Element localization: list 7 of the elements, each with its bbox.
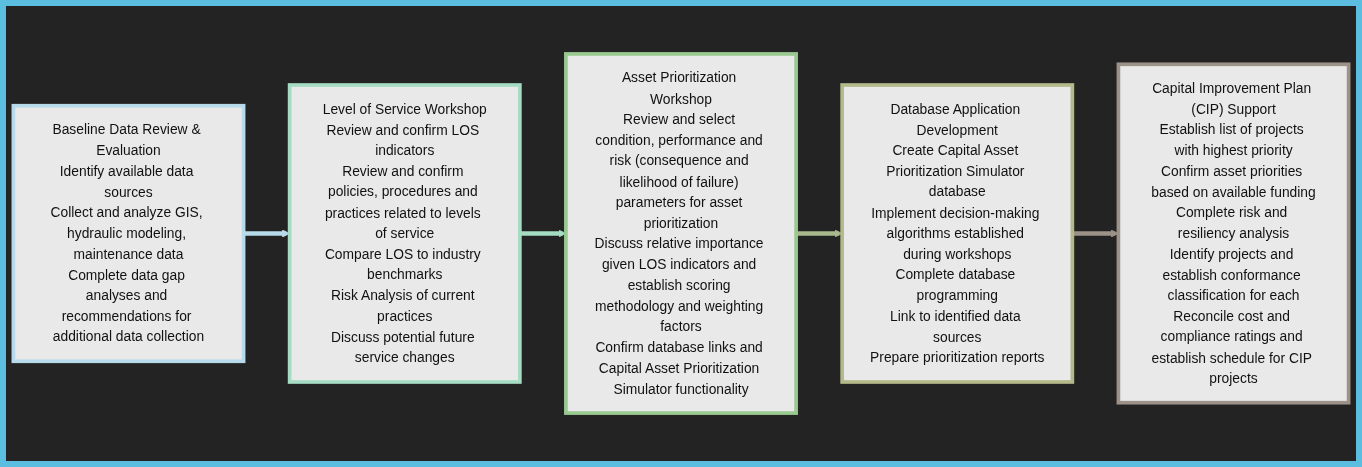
node-box: Baseline Data Review & Evaluation Identify available data sources Collect and analyze GIS, hydraulic modeling, maintenance data Complete data gap analyses and recommendations for additional data collection bbox=[11, 103, 246, 364]
arrow bbox=[1072, 229, 1119, 238]
node-box: Capital Improvement Plan (CIP) Support Establish list of projects with highest priority Confirm asset priorities based on available funding Complete risk and resiliency analysis Identify projects and establish conformance classification for each Reconcile cost and compliance ratings and establish schedule for CIP projects bbox=[1116, 62, 1351, 405]
arrow bbox=[796, 229, 843, 238]
node-box: Database Application Development Create Capital Asset Prioritization Simulator database Implement decision-making algorithms established during workshops Complete database programming Link to identified data sources Prepare prioritization reports bbox=[840, 83, 1075, 384]
node-box: Asset Prioritization Workshop Review and select condition, performance and risk (consequence and likelihood of failure) parameters for asset prioritization Discuss relative importance given LOS indicators and establish scoring methodology and weighting factors Confirm database links and Capital Asset Prioritization Simulator functionality bbox=[564, 52, 798, 415]
node-box: Level of Service Workshop Review and confirm LOS indicators Review and confirm policies, procedures and practices related to levels of service Compare LOS to industry benchmarks Risk Analysis of current practices Discuss potential future service changes bbox=[287, 83, 522, 384]
